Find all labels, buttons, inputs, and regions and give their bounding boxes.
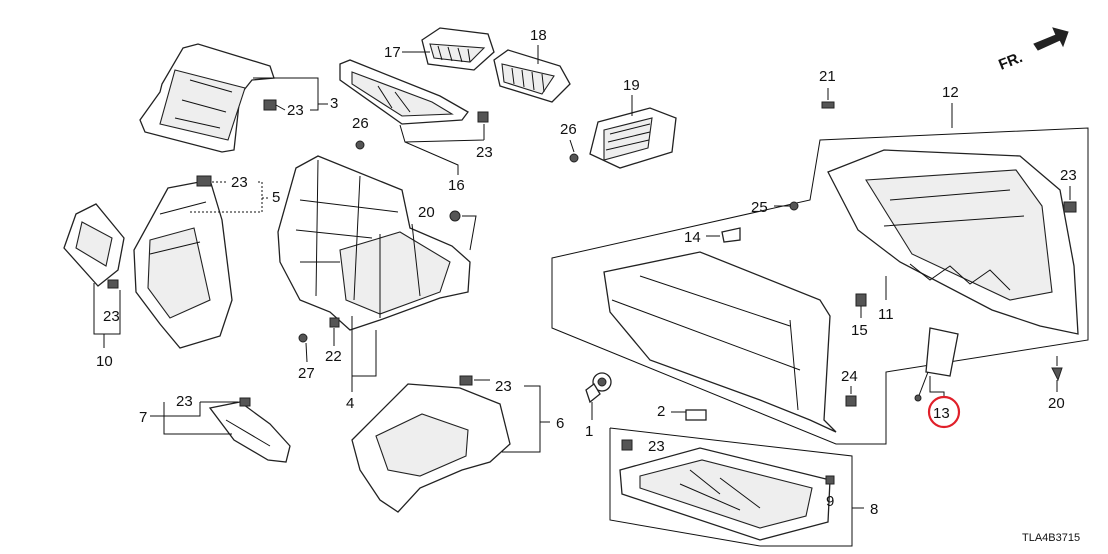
- part-7-small-trim: [208, 401, 291, 463]
- part-2-latch: [685, 409, 707, 421]
- label-6: 6: [556, 415, 564, 432]
- clip-23-part8: [621, 439, 633, 451]
- label-12: 12: [942, 84, 959, 101]
- grommet-20-b: [1051, 367, 1063, 382]
- label-22: 22: [325, 348, 342, 365]
- label-16: 16: [448, 177, 465, 194]
- label-4: 4: [346, 395, 354, 412]
- part-8-lower-tray: [619, 447, 831, 541]
- part-24-clip: [845, 395, 857, 407]
- label-20-a: 20: [418, 204, 435, 221]
- label-20-b: 20: [1048, 395, 1065, 412]
- leader-26-b: [569, 139, 575, 153]
- front-arrow-icon: [1033, 27, 1069, 51]
- clip-23-part10: [107, 279, 119, 289]
- label-23-f: 23: [495, 378, 512, 395]
- label-26-a: 26: [352, 115, 369, 132]
- screw-25: [789, 201, 799, 211]
- label-17: 17: [384, 44, 401, 61]
- clip-21: [821, 101, 835, 109]
- grommet-20-a: [449, 210, 461, 222]
- label-15: 15: [851, 322, 868, 339]
- part-17-center-vent-left: [421, 27, 495, 71]
- label-23-c: 23: [231, 174, 248, 191]
- part-1-glovebox-lock: [585, 372, 612, 404]
- part-4-center-frame: [277, 155, 471, 331]
- label-23-b: 23: [476, 144, 493, 161]
- leader-16: [399, 124, 485, 175]
- leader-7: [150, 401, 238, 435]
- part-13-damper: [914, 327, 959, 402]
- screw-26-b: [569, 153, 579, 163]
- label-18: 18: [530, 27, 547, 44]
- label-19: 19: [623, 77, 640, 94]
- screw-26-a: [355, 140, 365, 150]
- leader-13: [929, 376, 945, 398]
- label-7: 7: [139, 409, 147, 426]
- leader-frame-12: [551, 127, 1089, 445]
- label-13: 13: [933, 405, 950, 422]
- leader-27: [305, 342, 308, 363]
- leader-4: [351, 316, 377, 392]
- leader-5: [190, 181, 270, 213]
- front-arrow: FR.: [996, 27, 1069, 74]
- leader-10: [93, 283, 121, 348]
- label-25: 25: [751, 199, 768, 216]
- label-9: 9: [826, 493, 834, 510]
- label-23-g: 23: [648, 438, 665, 455]
- part-3-console-panel: [139, 43, 275, 153]
- part-18-center-vent-right: [493, 49, 571, 103]
- label-5: 5: [272, 189, 280, 206]
- front-marker-text: FR.: [996, 49, 1025, 74]
- part-6-side-cover: [351, 383, 511, 513]
- part-14-clip: [721, 227, 741, 243]
- screw-27: [298, 333, 308, 343]
- label-23-h: 23: [1060, 167, 1077, 184]
- label-14: 14: [684, 229, 701, 246]
- label-3: 3: [330, 95, 338, 112]
- clip-9: [825, 475, 835, 485]
- part-15-clip: [855, 293, 867, 307]
- clip-23-part3: [263, 99, 277, 111]
- leader-8: [609, 427, 864, 547]
- label-26-b: 26: [560, 121, 577, 138]
- label-23-a: 23: [287, 102, 304, 119]
- label-24: 24: [841, 368, 858, 385]
- clip-23-part7: [239, 397, 251, 407]
- label-27: 27: [298, 365, 315, 382]
- clip-23-part12: [1063, 201, 1077, 213]
- part-10-bracket: [63, 203, 125, 287]
- leader-3: [253, 77, 328, 111]
- label-1: 1: [585, 423, 593, 440]
- label-23-d: 23: [103, 308, 120, 325]
- clip-22: [329, 317, 340, 328]
- clip-23-part5: [196, 175, 212, 187]
- label-11: 11: [878, 306, 894, 323]
- part-19-side-vent: [589, 107, 677, 169]
- clip-23-part16: [477, 111, 489, 123]
- glovebox-door: [603, 251, 837, 433]
- highlight-circle-13: [927, 395, 961, 429]
- label-10: 10: [96, 353, 113, 370]
- label-21: 21: [819, 68, 836, 85]
- part-16-vent-frame: [339, 59, 469, 125]
- label-8: 8: [870, 501, 878, 518]
- part-5-side-trim: [133, 179, 233, 349]
- part-12-glovebox-housing: [827, 149, 1079, 335]
- label-23-e: 23: [176, 393, 193, 410]
- label-2: 2: [657, 403, 665, 420]
- diagram-code: TLA4B3715: [1022, 532, 1080, 544]
- leader-20-a: [462, 215, 477, 251]
- leader-6: [474, 379, 550, 453]
- clip-23-part6: [459, 375, 473, 386]
